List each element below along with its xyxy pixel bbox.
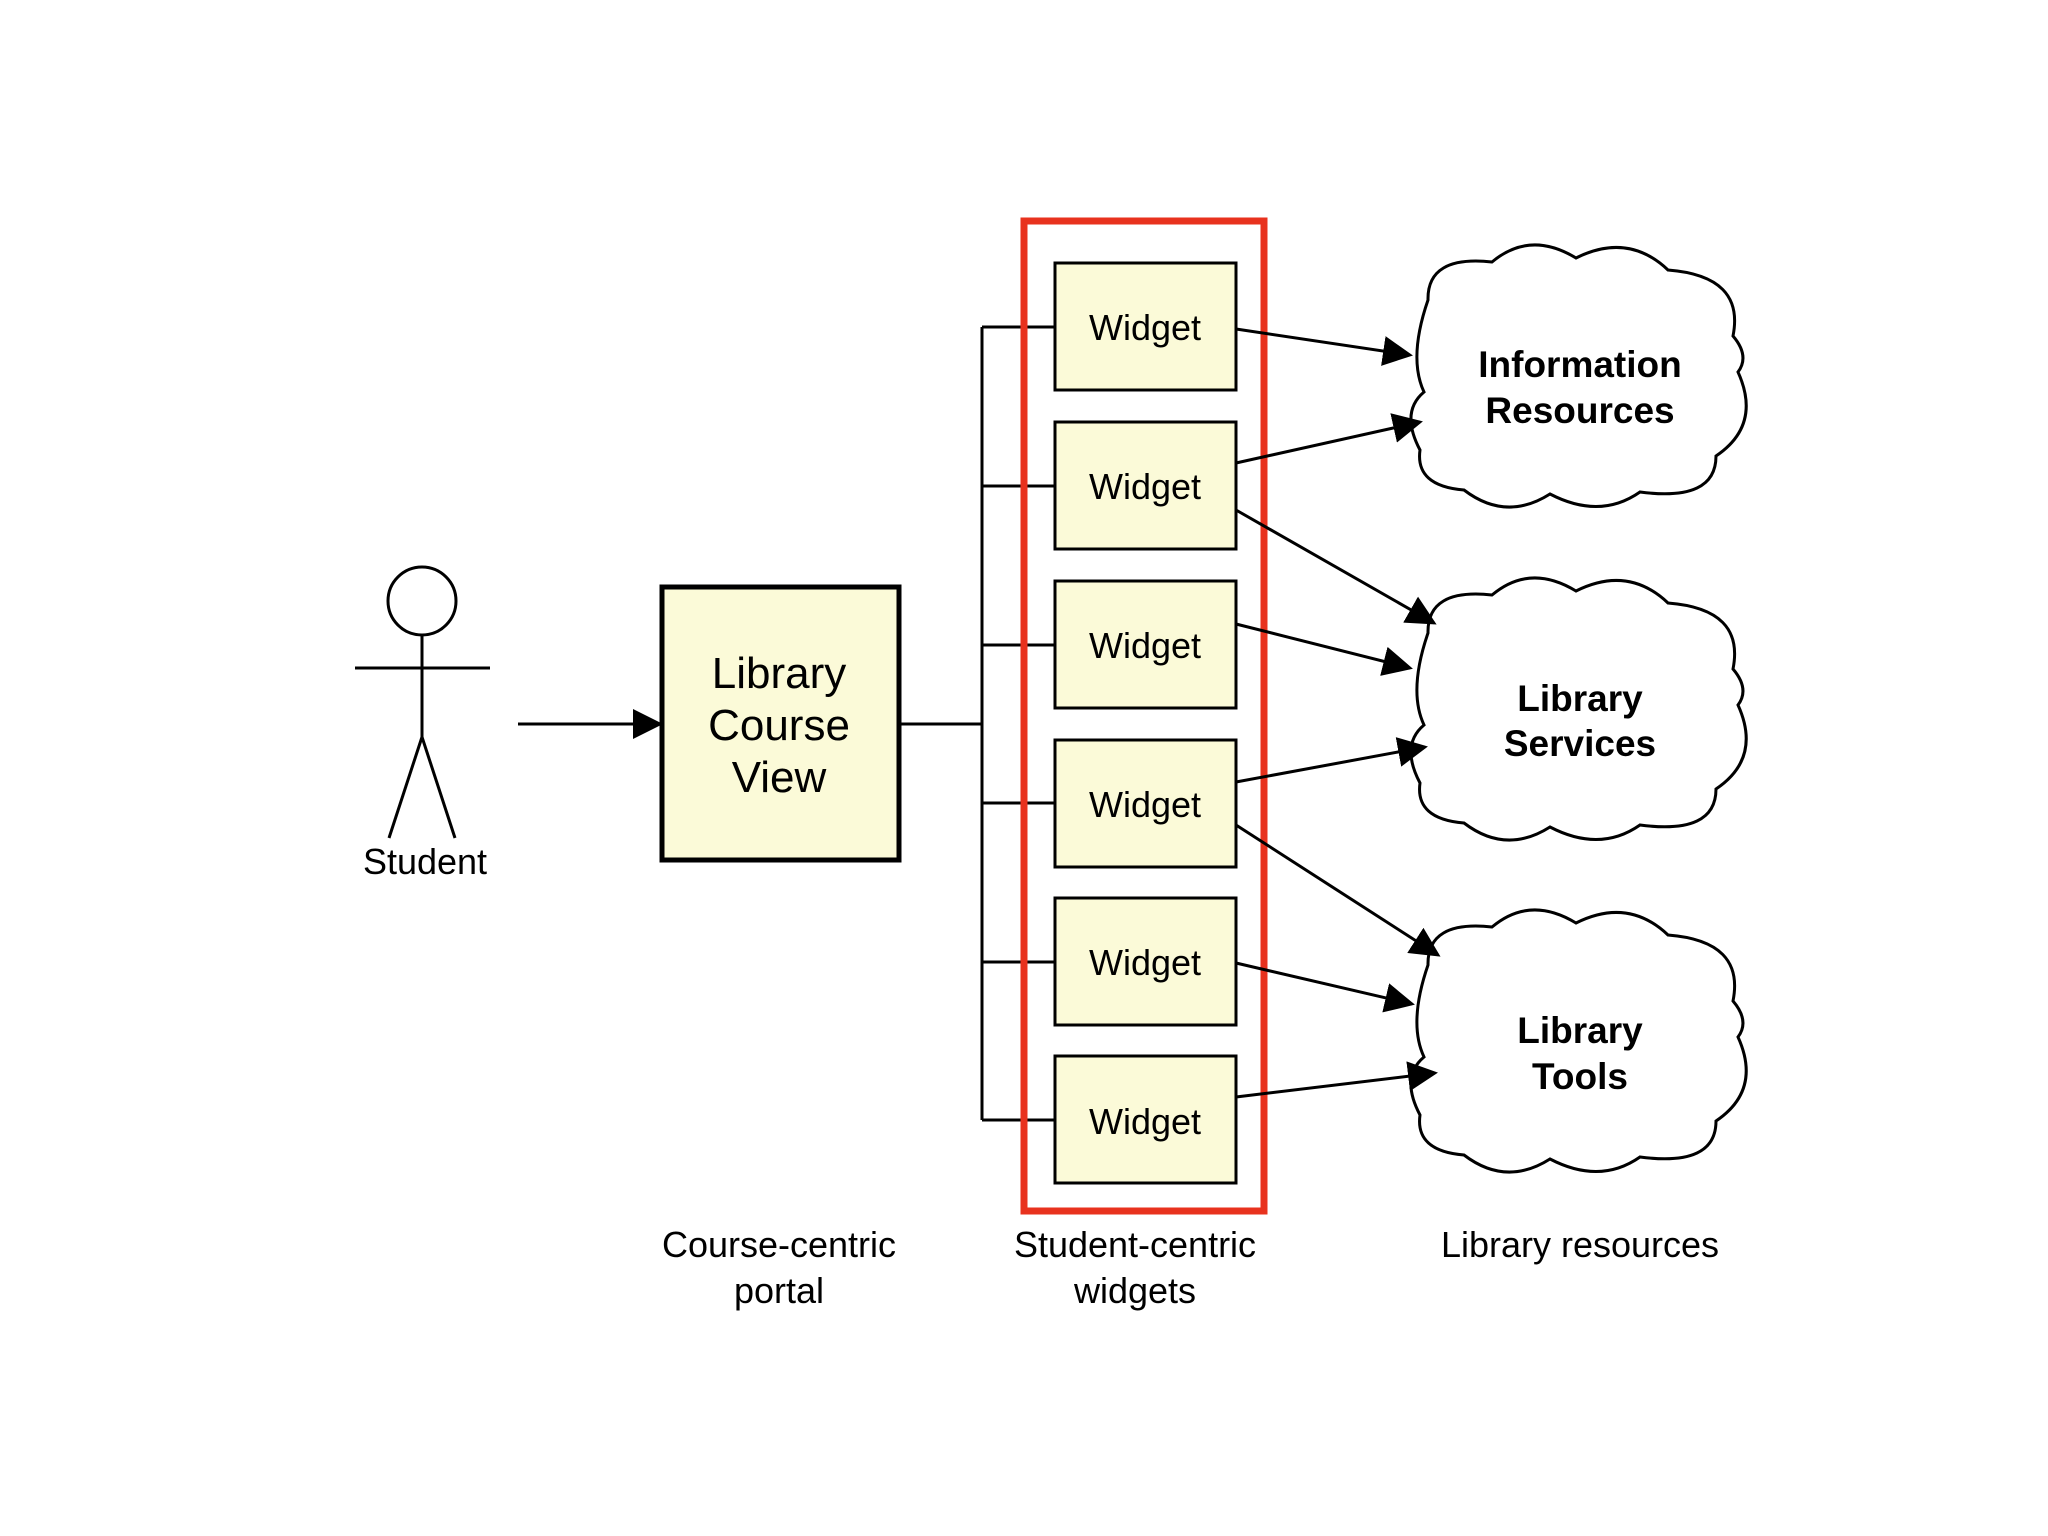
widget-label-6: Widget [1089, 1101, 1201, 1142]
library-course-view-box [659, 584, 902, 863]
arrow-w2-info [1235, 413, 1423, 465]
widget-box-4 [1053, 738, 1238, 869]
cloud-1-line-1: Information [1478, 344, 1681, 385]
caption-resources: Library resources [1441, 1224, 1719, 1265]
portal-line-3: View [732, 753, 827, 802]
widget-label-1: Widget [1089, 307, 1201, 348]
arrow-w5-tools [1235, 961, 1415, 1013]
caption-widgets-line-1: Student-centric [1014, 1224, 1256, 1265]
widget-resource-arrows [1235, 327, 1441, 1099]
cloud-1-line-2: Resources [1485, 390, 1674, 431]
student-widgets-highlight [1020, 217, 1268, 1215]
widget-label-4: Widget [1089, 784, 1201, 825]
portal-line-1: Library [712, 649, 847, 698]
arrow-w2-services [1235, 508, 1437, 625]
cloud-3-line-1: Library [1517, 1010, 1643, 1051]
cloud-3-line-2: Tools [1532, 1056, 1628, 1097]
caption-portal-line-2: portal [734, 1270, 824, 1311]
student-head [386, 565, 458, 637]
arrow-w4-tools [1235, 823, 1441, 957]
cloud-2-line-2: Services [1504, 723, 1656, 764]
cloud-information-resources [1409, 243, 1748, 509]
widget-box-3 [1053, 579, 1238, 710]
widget-box-6 [1053, 1054, 1238, 1185]
arrow-w3-services [1235, 622, 1413, 676]
cloud-library-services [1409, 576, 1748, 842]
arrow-w1-info [1235, 327, 1413, 366]
student-actor [355, 565, 490, 839]
widget-box-1 [1053, 261, 1238, 392]
widget-box-5 [1053, 896, 1238, 1027]
widget-label-3: Widget [1089, 625, 1201, 666]
arrow-w4-services [1235, 737, 1428, 784]
student-right-leg [420, 736, 457, 839]
student-label: Student [363, 841, 487, 882]
student-left-leg [387, 736, 424, 839]
widget-label-2: Widget [1089, 466, 1201, 507]
widget-stack: Widget Widget Widget Widget Widget Widge… [1053, 261, 1238, 1185]
caption-portal-line-1: Course-centric [662, 1224, 896, 1265]
caption-widgets-line-2: widgets [1073, 1270, 1196, 1311]
widget-label-5: Widget [1089, 942, 1201, 983]
widget-box-2 [1053, 420, 1238, 551]
cloud-2-line-1: Library [1517, 678, 1643, 719]
arrow-w6-tools [1235, 1061, 1438, 1099]
widget-connector-bus [899, 325, 1055, 1122]
cloud-library-tools [1409, 908, 1748, 1174]
portal-line-2: Course [708, 701, 850, 750]
